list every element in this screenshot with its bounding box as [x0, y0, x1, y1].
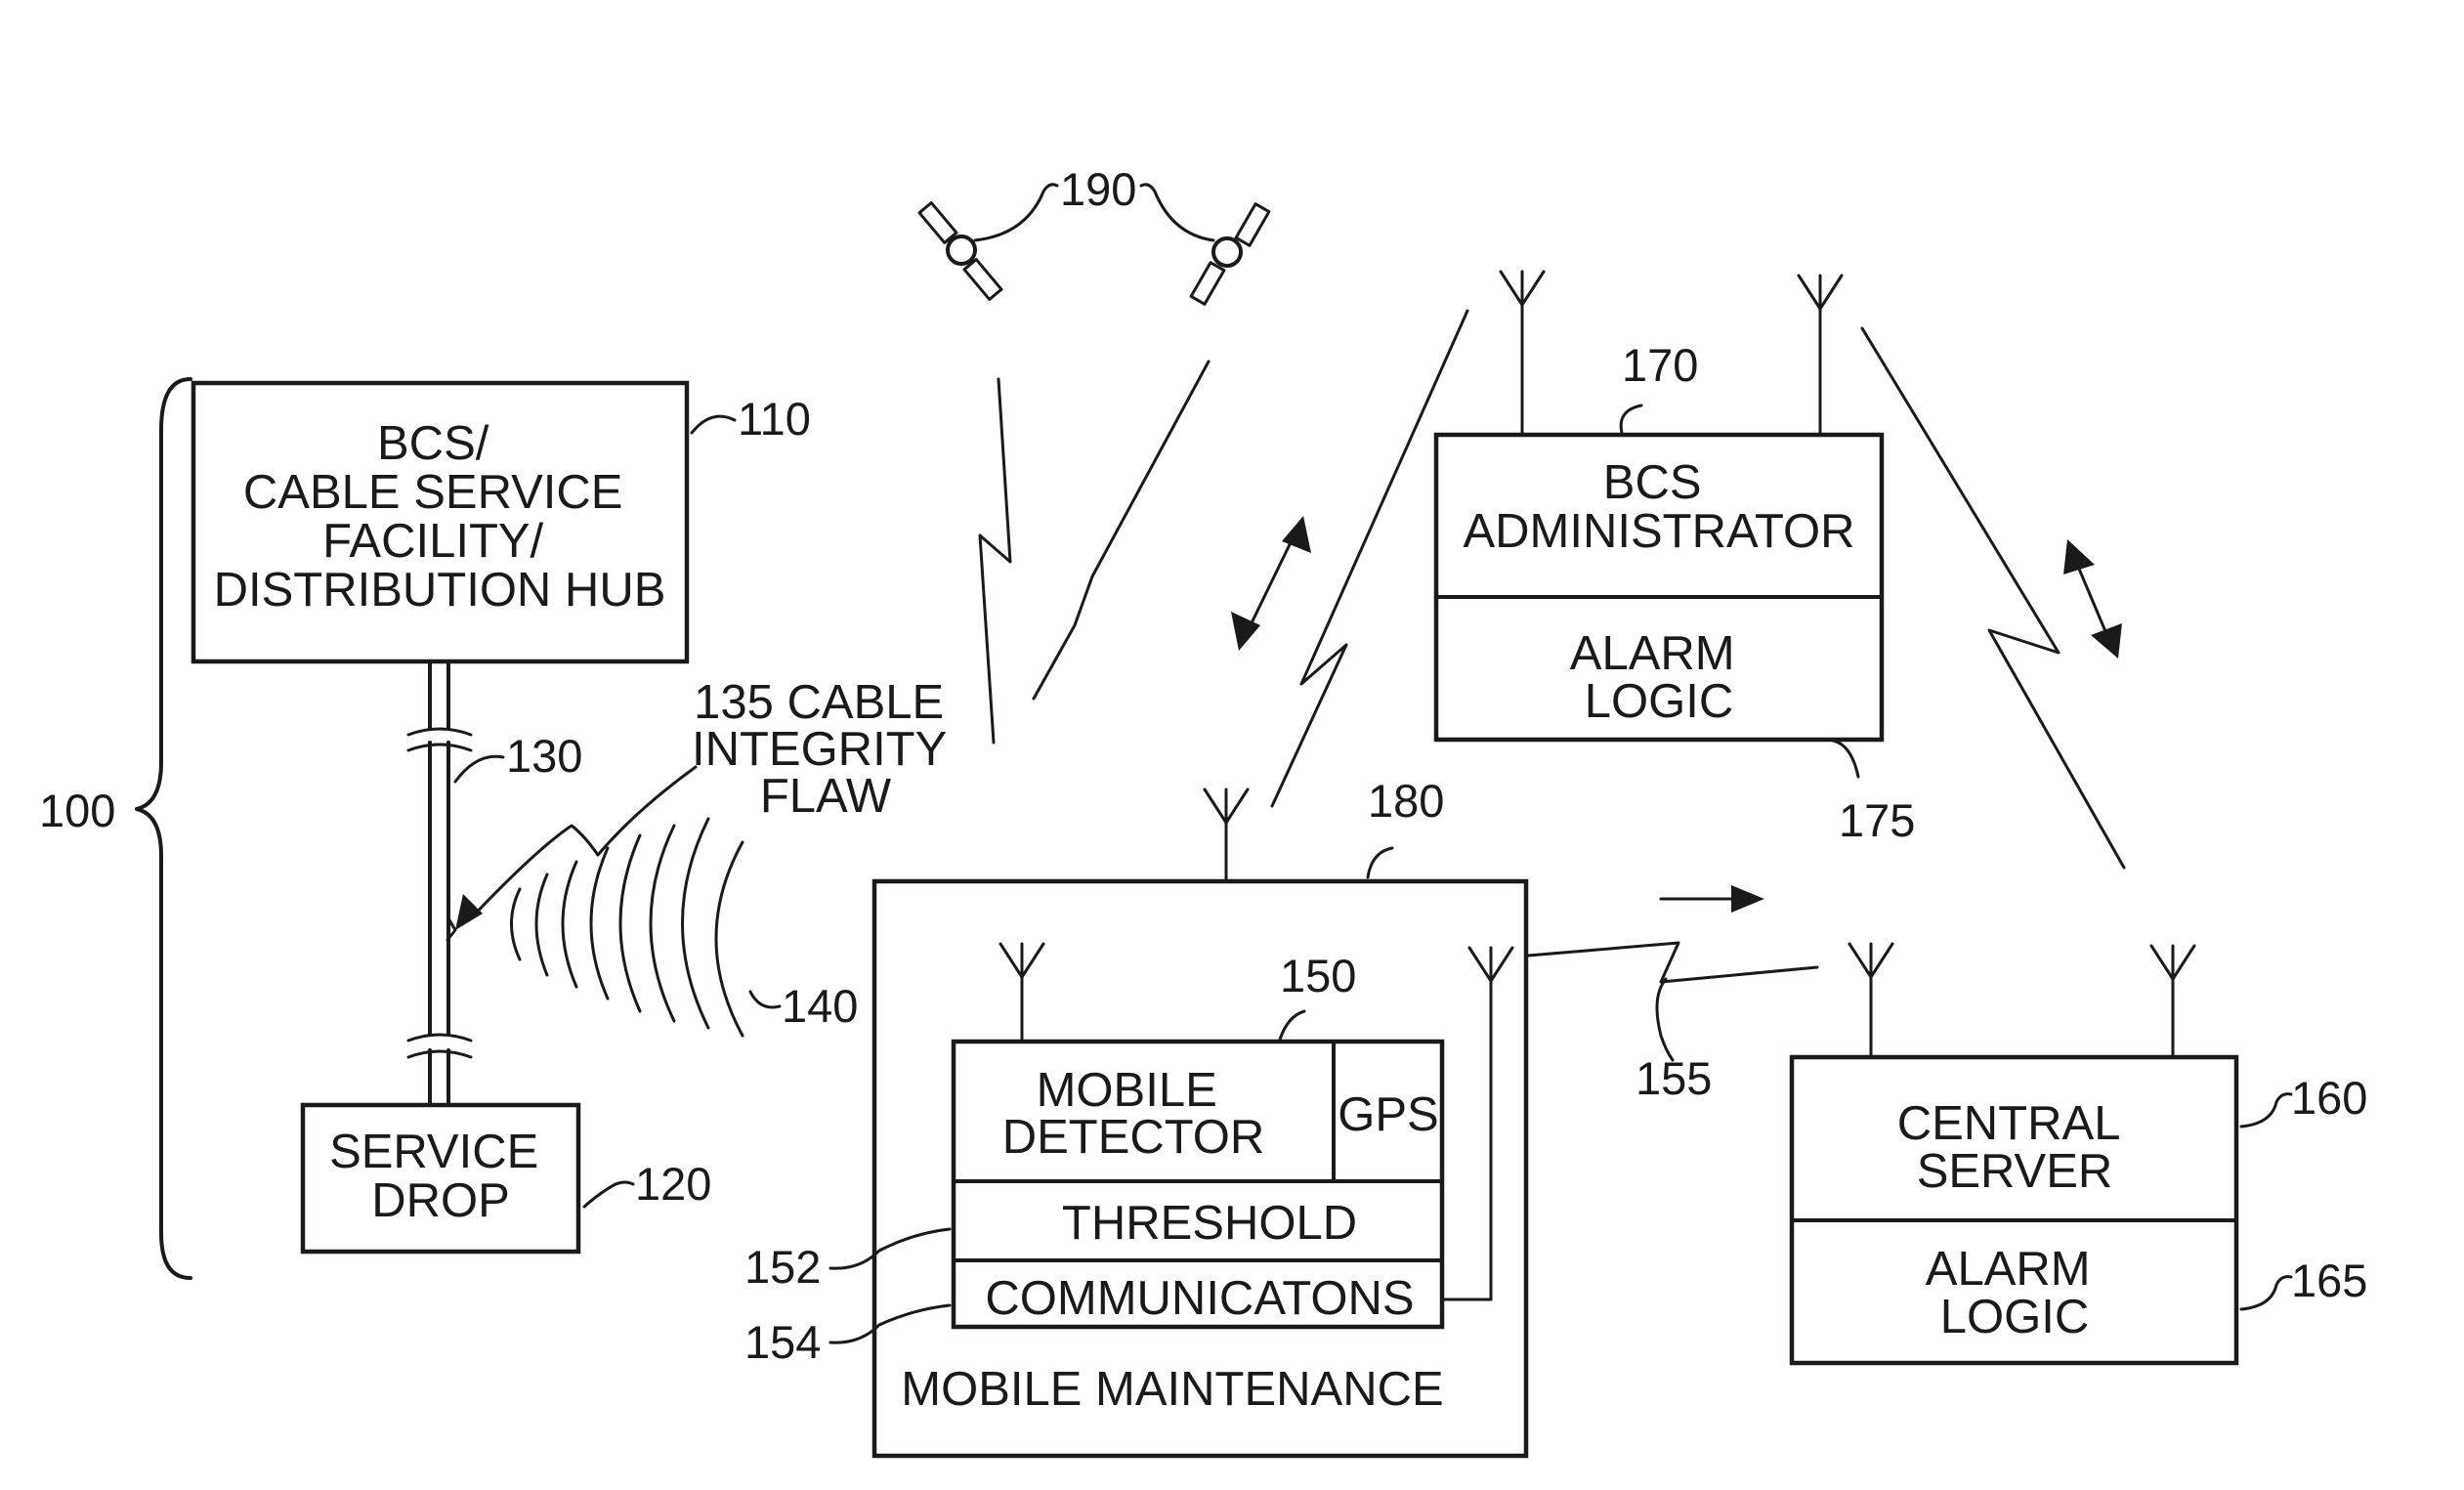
communications-label: COMMUNICATONS [985, 1272, 1414, 1325]
bcs-admin-alarm-leader [1833, 741, 1858, 777]
detector-antenna [1000, 944, 1043, 1039]
bcs-admin-leader [1621, 405, 1641, 433]
central-server-label: CENTRAL SERVER [1897, 1097, 2133, 1198]
central-server-ref: 160 [2291, 1072, 2367, 1124]
flaw-label: 135 CABLE INTEGRITY FLAW [692, 676, 959, 823]
flaw-arrow [469, 767, 696, 920]
satellite-leader-left [975, 185, 1057, 240]
admin-server-double-arrow [2063, 539, 2122, 659]
central-server-alarm-label: ALARM LOGIC [1926, 1243, 2103, 1343]
mobile-server-link [1528, 943, 1817, 982]
bcs-admin-alarm-label: ALARM LOGIC [1570, 627, 1748, 728]
mobile-detector-leader [1280, 1011, 1304, 1040]
service-drop-label: SERVICE DROP [329, 1126, 552, 1227]
system-ref: 100 [39, 785, 115, 836]
sat-link-right [1034, 362, 1209, 699]
central-server-alarm-ref: 165 [2291, 1255, 2367, 1306]
server-antenna-right [2151, 946, 2194, 1057]
threshold-label: THRESHOLD [1062, 1197, 1357, 1250]
central-server-leader [2241, 1094, 2291, 1127]
link-leader [1657, 979, 1673, 1060]
satellite-right [1191, 204, 1269, 305]
gps-label: GPS [1338, 1088, 1438, 1141]
communications-leader [830, 1305, 950, 1342]
admin-antenna-left [1501, 272, 1544, 435]
mobile-detector-ref: 150 [1280, 950, 1356, 1001]
sat-link-left [980, 379, 1010, 743]
admin-server-link [1862, 328, 2124, 868]
cable-leader [455, 756, 503, 782]
mobile-main-antenna [1205, 789, 1248, 881]
mobile-maintenance-label: MOBILE MAINTENANCE [901, 1363, 1443, 1416]
leakage-waves [512, 819, 743, 1036]
cable-ref: 130 [506, 730, 582, 782]
comms-antenna [1442, 948, 1512, 1299]
bcs-admin-alarm-ref: 175 [1839, 794, 1915, 846]
leakage-ref: 140 [782, 980, 858, 1032]
bcs-admin-ref: 170 [1622, 339, 1698, 391]
leakage-leader [750, 992, 780, 1007]
service-drop-ref: 120 [635, 1158, 711, 1210]
satellites-ref: 190 [1060, 163, 1136, 215]
bcs-facility-leader [692, 416, 735, 433]
flaw-arrowhead [455, 894, 483, 930]
system-bracket [137, 379, 191, 1278]
service-drop-leader [584, 1182, 633, 1207]
satellite-leader-right [1141, 185, 1213, 240]
bcs-facility-ref: 110 [738, 393, 811, 445]
satellite-left [919, 203, 1001, 300]
bcs-facility-label: BCS/ CABLE SERVICE FACILITY/ DISTRIBUTIO… [214, 417, 666, 617]
central-server-alarm-leader [2241, 1277, 2291, 1309]
link-ref: 155 [1636, 1052, 1712, 1104]
admin-mobile-double-arrow [1231, 516, 1311, 651]
bcs-admin-label: BCS ADMINISTRATOR [1463, 456, 1854, 558]
mobile-maintenance-leader [1368, 848, 1392, 877]
threshold-leader [830, 1229, 950, 1268]
server-antenna-left [1849, 944, 1892, 1057]
threshold-ref: 152 [744, 1241, 821, 1293]
mobile-maintenance-ref: 180 [1368, 775, 1444, 827]
communications-ref: 154 [744, 1316, 821, 1368]
mobile-server-arrow [1661, 885, 1764, 913]
cable [408, 662, 471, 1104]
admin-antenna-right [1799, 276, 1842, 435]
mobile-detector-label: MOBILE DETECTOR [1002, 1064, 1265, 1164]
